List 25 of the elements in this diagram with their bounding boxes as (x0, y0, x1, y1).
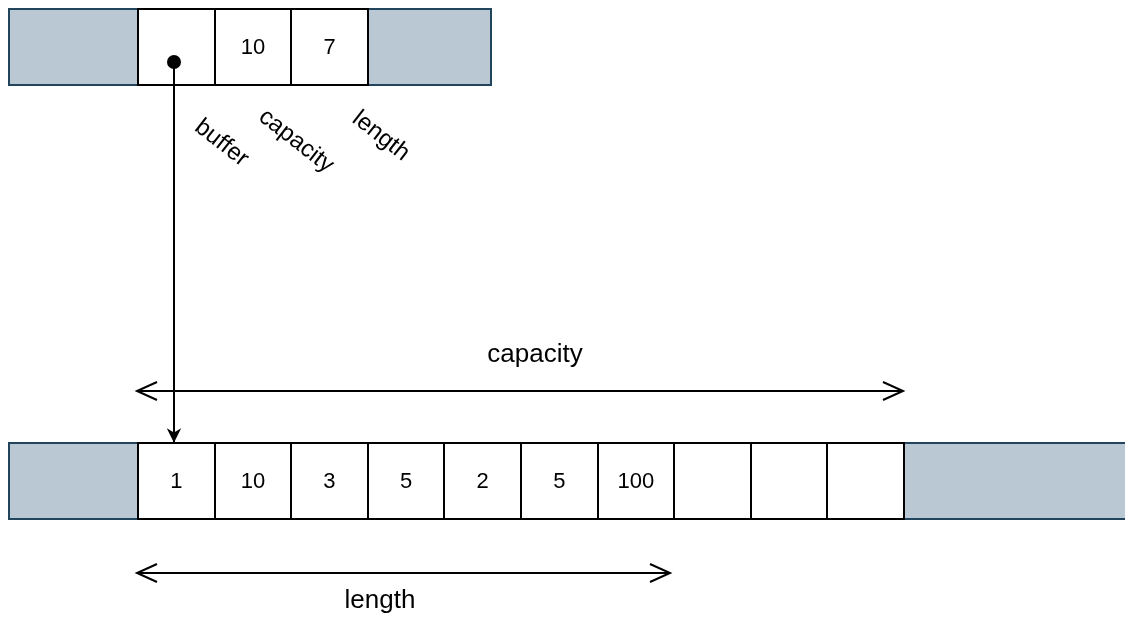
array-cell (137, 442, 216, 520)
struct-field-cell (213, 8, 293, 86)
cell-value: 10 (240, 468, 266, 494)
cell-value: 10 (240, 34, 266, 60)
cell-value: 7 (323, 34, 336, 60)
array-cell (596, 442, 676, 520)
array-cell (749, 442, 829, 520)
array-cell (826, 442, 905, 520)
array-cell (673, 442, 752, 520)
array-cell (213, 442, 293, 520)
dimension-label: length (344, 584, 416, 615)
array-cell (520, 442, 599, 520)
dimension-label: capacity (487, 338, 583, 369)
cell-value: 100 (617, 468, 655, 494)
array-cell (290, 442, 369, 520)
cell-value: 1 (170, 468, 183, 494)
cell-value: 3 (323, 468, 336, 494)
pointer-arrow (166, 55, 182, 443)
struct-field-cell (290, 8, 370, 86)
cell-value: 5 (399, 468, 413, 494)
cell-value: 2 (476, 468, 489, 494)
struct-field-cell (137, 8, 216, 86)
array-cell (443, 442, 522, 520)
array-cell (366, 442, 446, 520)
cell-value: 5 (553, 468, 566, 494)
